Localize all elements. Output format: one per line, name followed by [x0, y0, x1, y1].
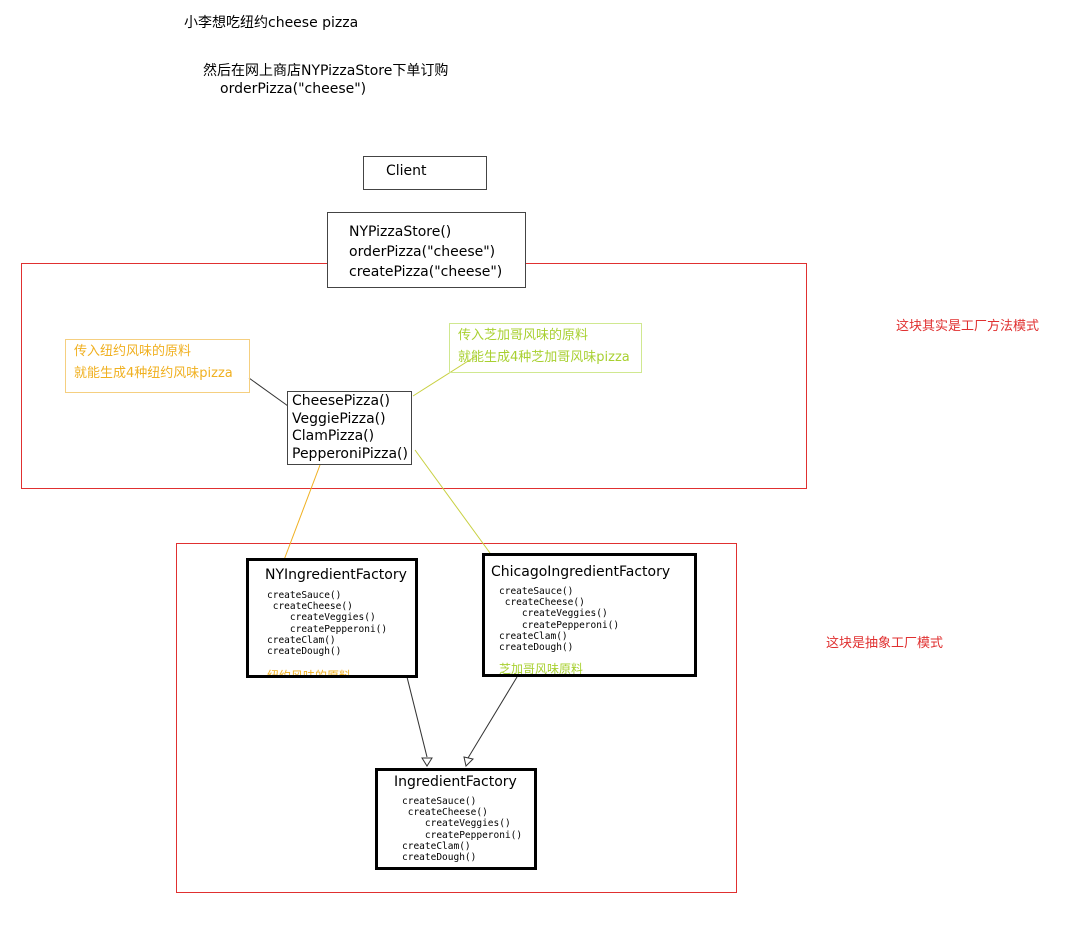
chicago-factory-methods: createSauce() createCheese() createVeggi…: [499, 586, 620, 654]
pizzas-to-ny-factory: [283, 464, 321, 561]
ingredient-factory: IngredientFactory createSauce() createCh…: [375, 768, 537, 870]
ny-inherit-arrowhead: [421, 757, 433, 767]
intro-line-2: 然后在网上商店NYPizzaStore下单订购: [203, 63, 449, 79]
pizza-line-2: VeggiePizza(): [292, 410, 386, 427]
ny-note-line-2: 就能生成4种纽约风味pizza: [74, 366, 233, 381]
chicago-inherits-line: [467, 676, 518, 759]
chicago-factory-title: ChicagoIngredientFactory: [491, 564, 671, 580]
pizza-line-1: CheesePizza(): [292, 393, 391, 409]
base-factory-title: IngredientFactory: [394, 774, 517, 790]
abstract-factory-region: [176, 543, 737, 893]
intro-line-1: 小李想吃纽约cheese pizza: [184, 15, 359, 31]
client-label: Client: [386, 163, 427, 179]
base-factory-methods: createSauce() createCheese() createVeggi…: [402, 796, 523, 864]
store-line-2: orderPizza("cheese"): [349, 244, 496, 260]
ny-inherits-line: [406, 676, 428, 758]
store-line-3: createPizza("cheese"): [349, 264, 503, 280]
chicago-note-connector: [412, 355, 477, 397]
factory-method-label: 这块其实是工厂方法模式: [896, 319, 1040, 334]
pizza-line-3: ClamPizza(): [292, 428, 375, 444]
ny-factory-caption: 纽约风味的原料: [267, 669, 352, 678]
chicago-ingredient-factory: ChicagoIngredientFactory createSauce() c…: [482, 553, 697, 677]
ny-note: 传入纽约风味的原料 就能生成4种纽约风味pizza: [65, 339, 250, 393]
store-line-1: NYPizzaStore(): [349, 224, 452, 240]
chicago-note: 传入芝加哥风味的原料 就能生成4种芝加哥风味pizza: [449, 323, 642, 373]
ny-note-connector: [248, 377, 289, 407]
chicago-inherit-arrowhead: [463, 756, 474, 767]
pizzas-box: CheesePizza() VeggiePizza() ClamPizza() …: [287, 391, 412, 465]
client-box: Client: [363, 156, 487, 190]
ny-note-line-1: 传入纽约风味的原料: [74, 344, 192, 359]
intro-line-3: orderPizza("cheese"): [220, 81, 367, 97]
pizzas-to-chicago-factory: [414, 449, 491, 554]
chicago-note-line-1: 传入芝加哥风味的原料: [458, 328, 589, 343]
ny-factory-methods: createSauce() createCheese() createVeggi…: [267, 590, 388, 658]
abstract-factory-label: 这块是抽象工厂模式: [826, 636, 944, 651]
pizza-line-4: PepperoniPizza(): [292, 445, 408, 462]
pizza-store-box: NYPizzaStore() orderPizza("cheese") crea…: [327, 212, 526, 288]
ny-ingredient-factory: NYIngredientFactory createSauce() create…: [246, 558, 418, 678]
chicago-factory-caption: 芝加哥风味原料: [499, 662, 584, 676]
ny-factory-title: NYIngredientFactory: [265, 567, 407, 583]
chicago-note-line-2: 就能生成4种芝加哥风味pizza: [458, 350, 630, 365]
